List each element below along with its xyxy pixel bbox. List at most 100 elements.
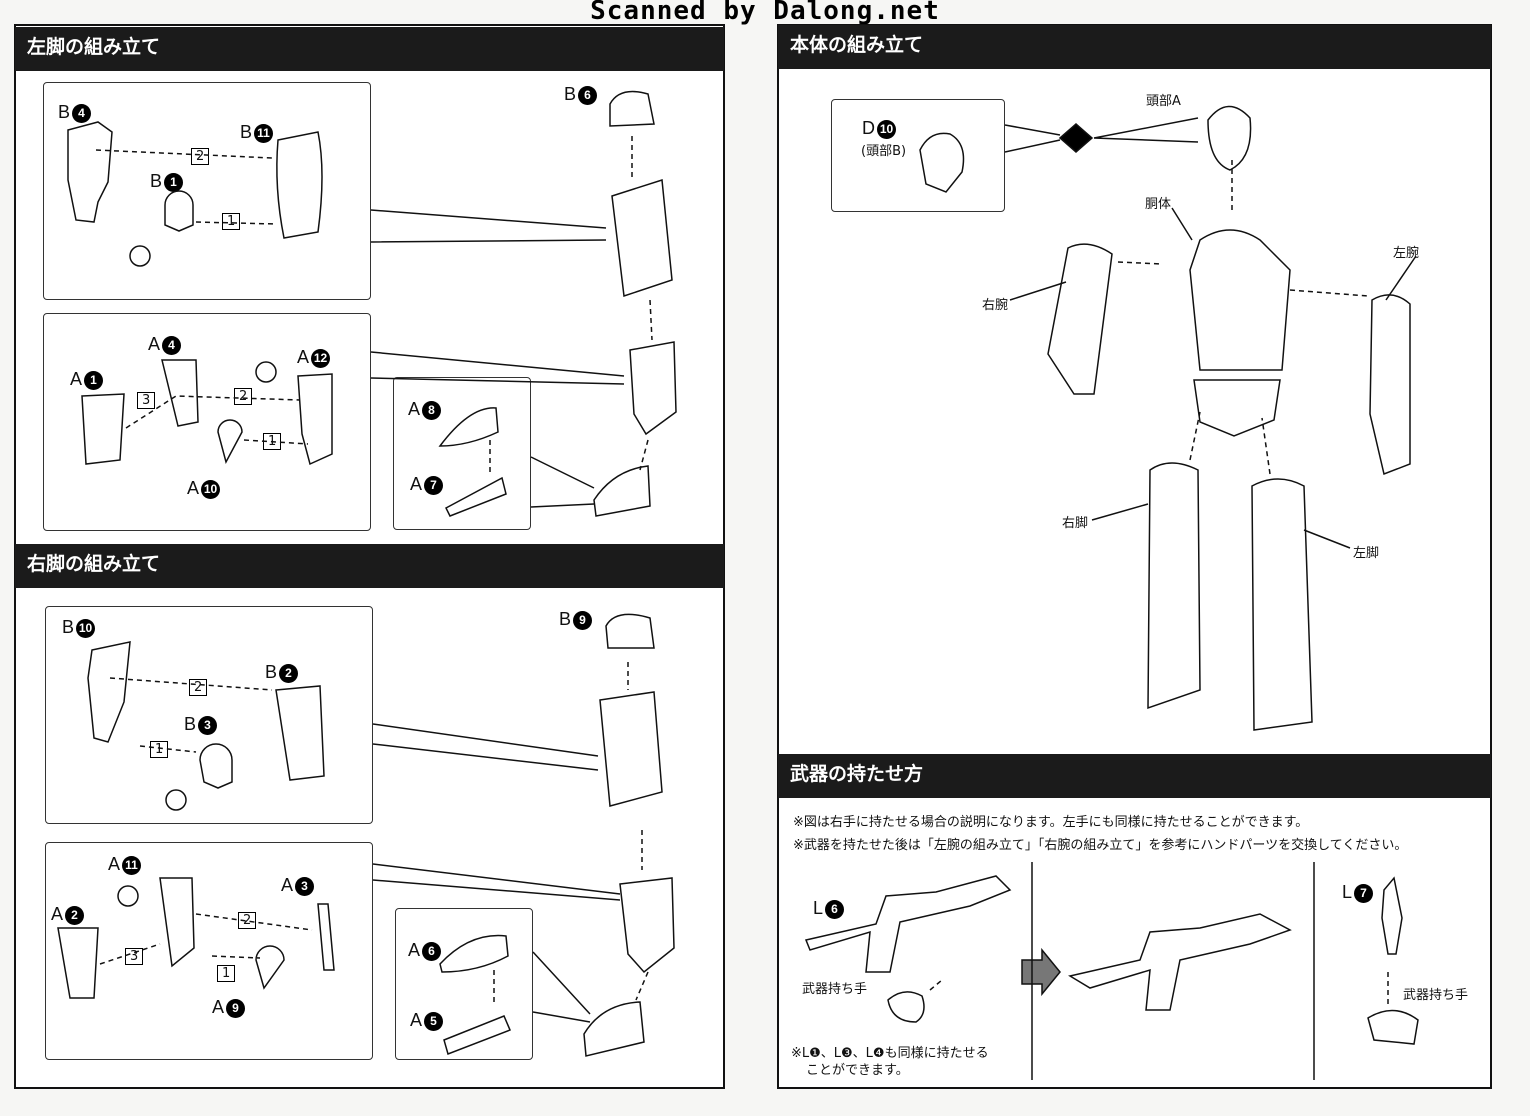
step-box: 3 (125, 948, 144, 965)
right-leg-lower-frame (45, 842, 373, 1060)
caution-icon (129, 245, 151, 267)
right-arm-label: 右腕 (982, 298, 1009, 313)
joint-a9-drawing (255, 945, 285, 990)
step-box: 2 (234, 388, 253, 405)
right-leg-drawing (1147, 462, 1201, 710)
assembled-right-shoe-drawing (583, 1001, 645, 1057)
right-arm-drawing (1047, 243, 1113, 395)
weapon-footnote-line1: ※L❶、L❸、L❹も同様に持たせる (791, 1046, 989, 1061)
calf-a12-drawing (297, 373, 333, 466)
weapon-hand-drawing (887, 991, 925, 1023)
shoe-upper-a6-drawing (439, 934, 509, 973)
weapon-footnote-line2: ことができます。 (806, 1063, 909, 1078)
head-a-drawing (1207, 105, 1252, 171)
step-box: 1 (222, 213, 241, 230)
step-box: 1 (217, 965, 236, 982)
step-box: 2 (191, 148, 210, 165)
weapon-section-header: 武器の持たせ方 (778, 754, 1491, 798)
weapon-hand-label: 武器持ち手 (802, 982, 868, 997)
left-arm-drawing (1369, 294, 1411, 476)
thigh-cover-b11-drawing (276, 131, 323, 239)
weapon-hand-label-knife: 武器持ち手 (1403, 988, 1469, 1003)
alt-head-inset (831, 99, 1005, 212)
left-arm-label: 左腕 (1393, 246, 1420, 261)
hip-b6-drawing (609, 90, 655, 127)
caution-icon (255, 361, 277, 383)
shin-a2-drawing (57, 927, 99, 999)
head-a-label: 頭部A (1146, 94, 1181, 109)
alt-head-d10-drawing (919, 132, 965, 193)
scan-watermark: Scanned by Dalong.net (590, 0, 940, 26)
joint-b3-drawing (199, 743, 233, 789)
connector-diamond-icon (1058, 123, 1094, 153)
right-leg-section-header: 右脚の組み立て (15, 544, 724, 588)
assembled-shoe-drawing (593, 465, 651, 517)
thigh-piece-b10-drawing (87, 641, 131, 743)
knife-hand-drawing (1367, 1009, 1419, 1045)
calf-a3-drawing (317, 903, 335, 971)
step-box: 2 (238, 912, 257, 929)
caution-icon (165, 789, 187, 811)
left-leg-section-header: 左脚の組み立て (15, 27, 724, 71)
weapon-note-1: ※図は右手に持たせる場合の説明になります。左手にも同様に持たせることができます。 (793, 815, 1309, 830)
shin-a1-drawing (81, 393, 125, 465)
assembled-thigh-drawing (611, 179, 673, 298)
torso-label: 胴体 (1145, 197, 1172, 212)
left-leg-drawing (1251, 478, 1313, 731)
step-box: 3 (137, 392, 156, 409)
step-box: 2 (189, 679, 208, 696)
sole-a5-drawing (443, 1015, 511, 1055)
left-leg-label: 左脚 (1353, 546, 1380, 561)
pelvis-drawing (1193, 379, 1281, 437)
next-step-arrow-icon (1021, 947, 1061, 997)
left-shoe-frame (393, 377, 531, 530)
right-leg-upper-frame (45, 606, 373, 824)
right-shoe-frame (395, 908, 533, 1060)
rifle-in-hand-drawing (1068, 913, 1292, 1011)
rifle-l6-drawing (804, 875, 1012, 973)
hip-b9-drawing (605, 613, 655, 649)
joint-b1-drawing (164, 190, 194, 232)
assembled-shin-drawing (629, 341, 677, 436)
weapon-note-2: ※武器を持たせた後は「左腕の組み立て」「右腕の組み立て」を参考にハンドパーツを交… (793, 838, 1408, 853)
assembled-right-thigh-drawing (599, 691, 663, 807)
thigh-piece-b4-drawing (67, 121, 113, 223)
body-assembly-section-header: 本体の組み立て (778, 25, 1491, 69)
left-leg-upper-frame (43, 82, 371, 300)
right-leg-label: 右脚 (1062, 516, 1089, 531)
thigh-cover-b2-drawing (275, 685, 325, 781)
knee-a11-drawing (159, 877, 195, 968)
caution-icon (117, 885, 139, 907)
torso-drawing (1189, 229, 1291, 371)
alt-head-caption: (頭部B) (861, 144, 907, 159)
knife-l7-drawing (1381, 876, 1403, 955)
shoe-upper-a8-drawing (438, 407, 499, 447)
assembled-right-shin-drawing (619, 877, 675, 974)
joint-a10-drawing (217, 419, 243, 465)
sole-a7-drawing (445, 476, 507, 517)
